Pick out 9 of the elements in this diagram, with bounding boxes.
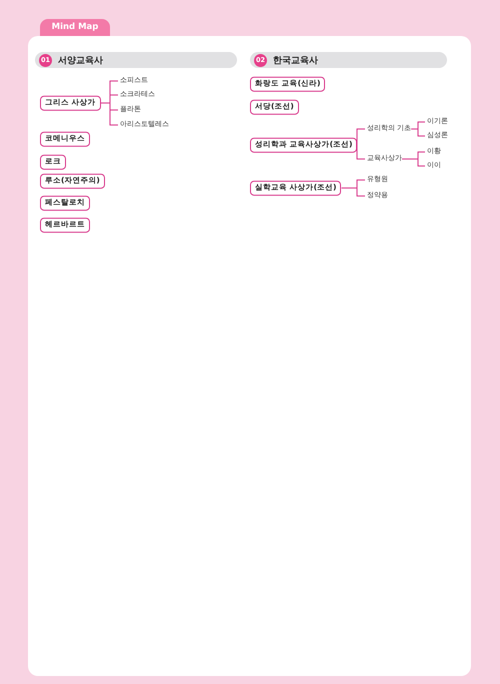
connector-line [402,158,426,166]
connector-line [340,188,366,196]
section-header [250,52,447,68]
section-header [35,52,237,68]
connector-line [410,128,426,136]
section-title: 한국교육사 [273,54,318,66]
section-title: 서양교육사 [58,54,103,66]
connector-line [100,102,118,126]
title-tab: Mind Map [40,19,110,36]
